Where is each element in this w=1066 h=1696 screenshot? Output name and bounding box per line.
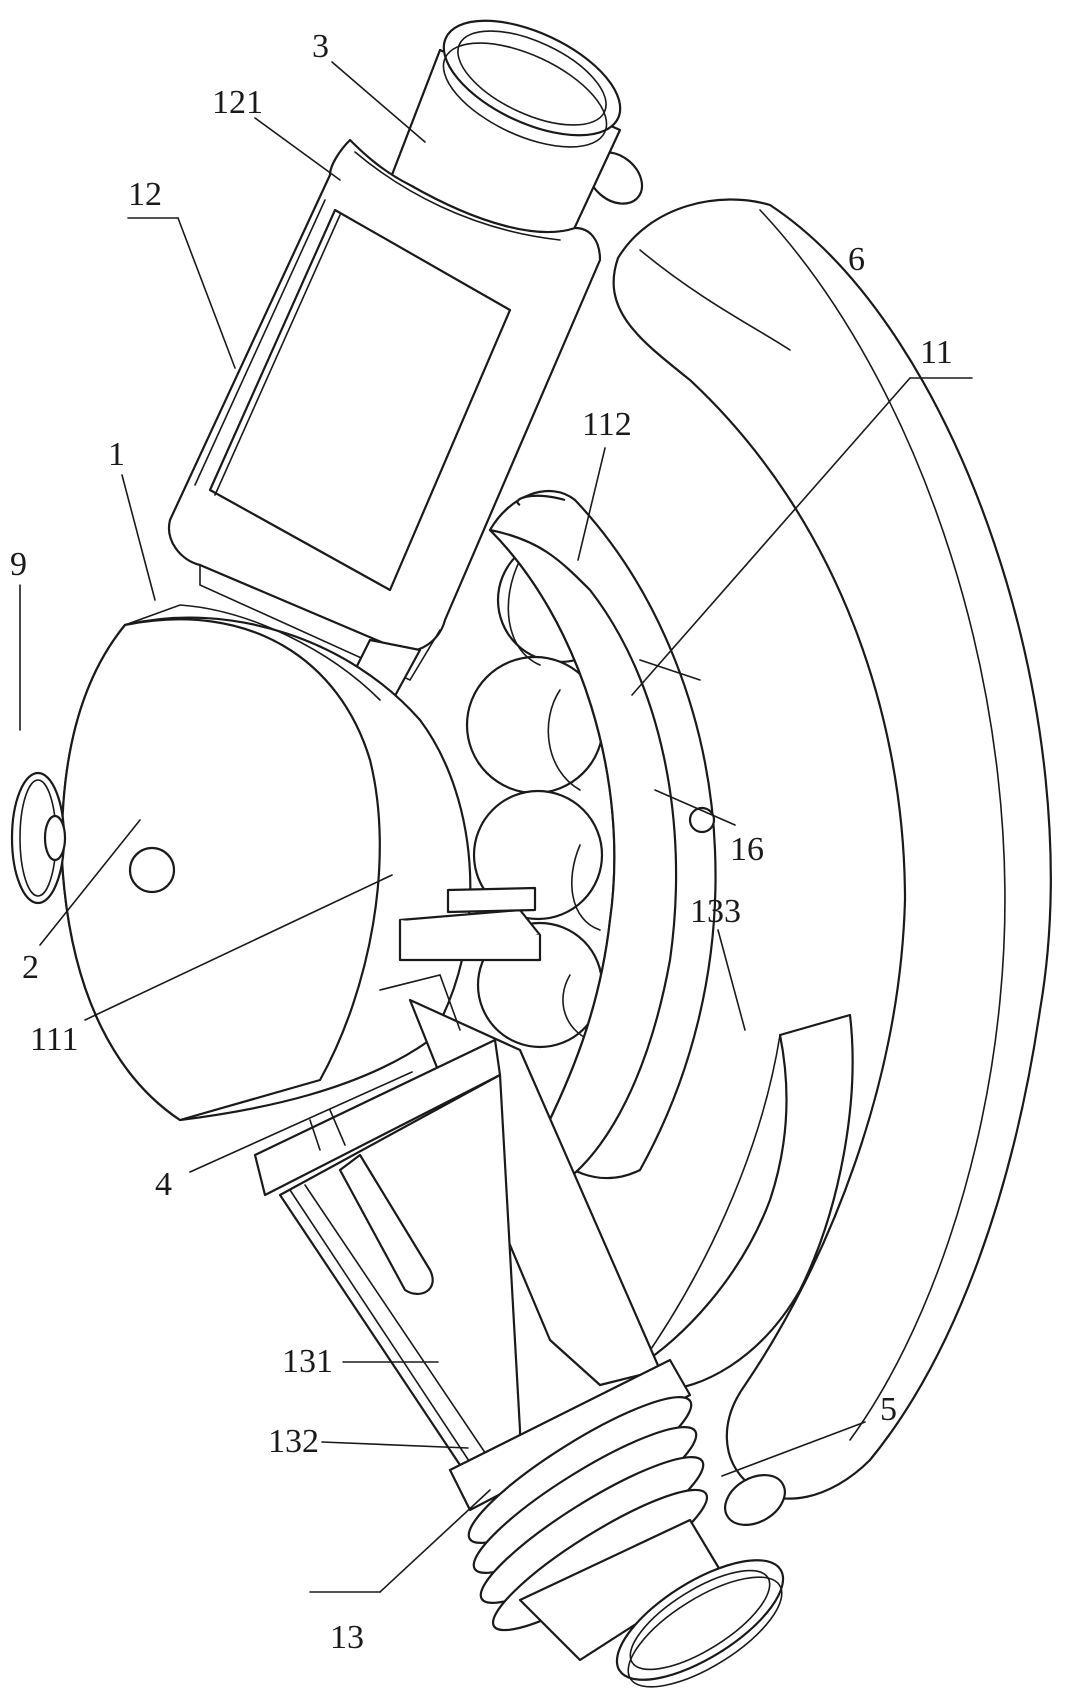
label-133: 133 <box>690 893 741 930</box>
bottom-rings-part-13 <box>448 1358 722 1662</box>
label-4: 4 <box>155 1166 172 1203</box>
lower-housing-part-4 <box>253 974 662 1482</box>
leader-lines <box>19 61 973 1593</box>
label-5: 5 <box>880 1391 897 1428</box>
label-3: 3 <box>312 28 329 65</box>
label-121: 121 <box>212 84 263 121</box>
label-13: 13 <box>330 1619 364 1656</box>
label-1: 1 <box>108 436 125 473</box>
label-11: 11 <box>920 334 953 371</box>
dome-body-part-1 <box>60 604 472 1122</box>
top-knob-part-3 <box>388 19 622 272</box>
label-112: 112 <box>582 406 632 443</box>
label-6: 6 <box>848 241 865 278</box>
label-131: 131 <box>282 1343 333 1380</box>
reference-labels: 3 121 12 6 11 112 1 9 16 133 2 111 4 131… <box>10 28 953 1656</box>
side-knob-part-9 <box>10 771 67 905</box>
label-12: 12 <box>128 176 162 213</box>
bottom-knob-part-5 <box>615 1559 785 1688</box>
label-9: 9 <box>10 546 27 583</box>
label-111: 111 <box>30 1021 78 1058</box>
label-2: 2 <box>22 949 39 986</box>
label-16: 16 <box>730 831 764 868</box>
bracket-part-111 <box>398 886 542 962</box>
label-132: 132 <box>268 1423 319 1460</box>
